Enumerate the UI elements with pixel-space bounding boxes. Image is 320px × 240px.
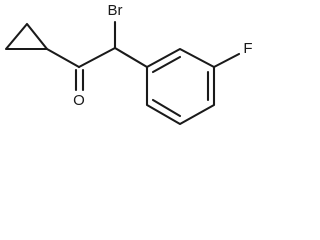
cyclopropyl-ring [4, 22, 49, 51]
molecule-diagram: Br O F [0, 0, 260, 134]
fluorine-atom-label: F [243, 40, 252, 57]
aromatic-double-bond-1 [151, 55, 182, 74]
structure-svg: Br O F [4, 2, 253, 126]
aromatic-double-bond-3 [151, 98, 182, 118]
bond-chbr-aryl [113, 46, 149, 69]
oxygen-atom-label: O [73, 92, 85, 109]
bond-carbonyl-chbr [77, 46, 117, 69]
bromine-atom-label: Br [108, 2, 123, 19]
benzene-ring [145, 47, 216, 126]
bond-cyclopropyl-carbonyl [45, 47, 81, 69]
bond-aryl-fluorine [212, 52, 241, 69]
